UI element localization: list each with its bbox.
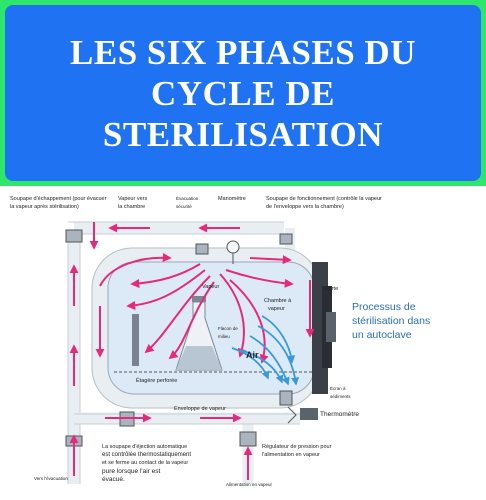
caption-line-1: Processus de: [352, 301, 416, 313]
label-safety: Évacuation: [176, 195, 199, 201]
thermometer-valve-icon: [279, 390, 293, 406]
diagram-labels: Soupape d'échappement (pour évacuer la v…: [10, 195, 382, 487]
thermometer-icon: [300, 408, 318, 420]
air-flow-arrows: [231, 315, 300, 386]
safety-valve-icon: [195, 243, 209, 255]
label-exhaust-valve: Soupape d'échappement (pour évacuer: [10, 196, 107, 202]
caption-line-2: stérilisation dans: [352, 315, 430, 327]
door-handle: [326, 312, 336, 342]
label-screen-2: sédiments: [330, 394, 351, 399]
label-drain: Vers l'évacuation: [34, 476, 68, 481]
label-steam-to-chamber: Vapeur vers: [118, 196, 147, 202]
diagram-caption: Processus de stérilisation dans un autoc…: [352, 301, 430, 341]
label-jacket: Enveloppe de vapeur: [174, 406, 226, 412]
label-safety-2: sécurité: [176, 204, 192, 209]
label-screen: Écran à: [330, 385, 346, 391]
label-thermometer: Thermomètre: [320, 411, 359, 418]
label-operating-valve: Soupape de fonctionnement (contrôle la v…: [266, 196, 382, 202]
flask-liquid: [176, 346, 222, 370]
caption-line-3: un autoclave: [352, 329, 412, 341]
label-ejection-4: pure lorsque l'air est: [102, 468, 161, 475]
label-steam-to-chamber-2: la chambre: [118, 204, 145, 210]
flask-cap: [192, 296, 206, 302]
label-manometer: Manomètre: [218, 196, 246, 202]
label-ejection-2: est contrôlée thermostatiquement: [102, 452, 191, 458]
operating-valve-icon: [279, 233, 293, 245]
label-flask-2: milieu: [218, 334, 230, 339]
label-regulator-2: l'alimentation en vapeur: [262, 452, 320, 458]
label-air: Air: [246, 350, 259, 360]
title-banner: LES SIX PHASES DU CYCLE DE STERILISATION: [0, 0, 486, 186]
title-line-3: STERILISATION: [102, 114, 384, 154]
label-steam: Vapeur: [202, 284, 219, 290]
label-ejection-3: et se ferme au contact de la vapeur: [102, 460, 188, 466]
label-ejection-5: évacué.: [102, 476, 125, 483]
label-shelf: Étagère perforée: [136, 377, 177, 384]
label-steam-chamber: Chambre à: [264, 298, 292, 304]
steam-flow-arrows: [69, 222, 315, 480]
manometer-icon: [226, 240, 240, 254]
autoclave-diagram: Soupape d'échappement (pour évacuer la v…: [10, 195, 430, 487]
label-steam-supply: Alimentation en vapeur: [226, 482, 273, 487]
label-flask: Flacon de: [218, 326, 238, 331]
title-line-1: LES SIX PHASES DU: [70, 32, 416, 72]
label-steam-chamber-2: vapeur: [268, 306, 285, 312]
pressure-regulator-icon: [239, 431, 257, 447]
label-ejection-1: La soupape d'éjection automatique: [102, 444, 187, 450]
drain-screen: [132, 314, 139, 366]
label-exhaust-valve-2: la vapeur après stérilisation): [10, 204, 79, 210]
label-operating-valve-2: de l'enveloppe vers la chambre): [266, 204, 344, 210]
label-door: Porte: [325, 286, 338, 292]
exhaust-valve-icon: [65, 229, 83, 243]
label-regulator: Régulateur de pression pour: [262, 444, 332, 450]
title-line-2: CYCLE DE: [151, 73, 335, 113]
title-box: LES SIX PHASES DU CYCLE DE STERILISATION: [5, 5, 481, 181]
